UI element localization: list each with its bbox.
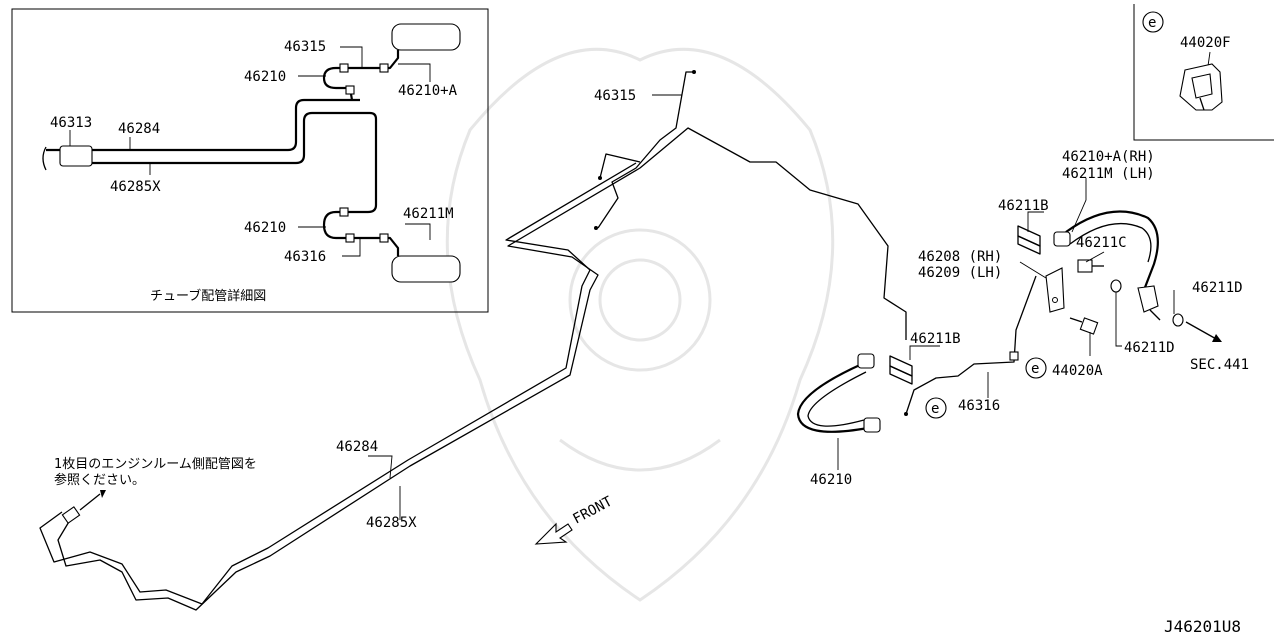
clip-46211b-mid (889, 355, 913, 385)
front-label: FRONT (570, 493, 615, 527)
label-46210: 46210 (810, 472, 852, 488)
inset-label-46313: 46313 (50, 115, 92, 131)
inset-tube-main (46, 98, 360, 152)
label-46315: 46315 (594, 88, 636, 104)
brake-hose-rear (1053, 210, 1161, 321)
inset-tube-main-2 (92, 111, 378, 214)
label-46208: 46208 (RH) (918, 249, 1002, 265)
front-arrow: FRONT (534, 493, 616, 545)
brake-hose-46210 (796, 353, 881, 433)
label-46285x: 46285X (366, 515, 417, 531)
inset-label-46284: 46284 (118, 121, 160, 137)
inset-frame (11, 8, 489, 313)
inset-label-46210-bottom: 46210 (244, 220, 286, 236)
inset-label-46316: 46316 (284, 249, 326, 265)
label-46211d-top: 46211D (1192, 280, 1243, 296)
label-46211b-top: 46211B (998, 198, 1049, 214)
note-line-2: 参照ください。 (54, 472, 145, 488)
tube-46284 (57, 127, 907, 611)
washer-46211d-a (1110, 279, 1122, 293)
washer-46211d-b (1172, 313, 1184, 327)
bolt-44020a (1069, 317, 1099, 335)
clip-44020f-icon (1179, 63, 1223, 111)
label-44020a: 44020A (1052, 363, 1103, 379)
ref-e-2: e (1031, 361, 1039, 377)
label-46210a-rh: 46210+A(RH) (1062, 149, 1155, 165)
label-46316: 46316 (958, 398, 1000, 414)
inset-label-46210-top: 46210 (244, 69, 286, 85)
bolt-46211c (1077, 259, 1104, 273)
clip-inset-part: 44020F (1180, 35, 1231, 51)
label-46211b-mid: 46211B (910, 331, 961, 347)
leader-lines (368, 94, 1175, 520)
label-46284: 46284 (336, 439, 378, 455)
note-line-1: 1枚目のエンジンルーム側配管図を (54, 457, 257, 472)
tube-46316 (905, 275, 1037, 415)
caliper-bottom (391, 255, 461, 283)
inset-label-46285x: 46285X (110, 179, 161, 195)
inset-label-46211m: 46211M (403, 206, 454, 222)
inset-label-46210a: 46210+A (398, 83, 458, 99)
hose-46210-bottom (322, 210, 400, 256)
connector-46313 (59, 145, 93, 167)
tube-46315 (597, 71, 694, 229)
ref-arrow (79, 493, 101, 511)
label-46209: 46209 (LH) (918, 265, 1002, 281)
label-46211m-lh: 46211M (LH) (1062, 166, 1155, 182)
clip-inset-ref: e (1148, 15, 1156, 31)
label-sec441: SEC.441 (1190, 357, 1249, 373)
ref-e-1: e (931, 401, 939, 417)
bracket-46208 (1045, 267, 1065, 313)
clip-46211b-top (1017, 225, 1041, 255)
watermark-emblem (445, 47, 835, 602)
main-tubes (39, 70, 1037, 611)
inset-caption: チューブ配管詳細図 (150, 288, 266, 304)
diagram-code: J46201U8 (1164, 617, 1241, 636)
clip-inset: e 44020F (1133, 4, 1274, 141)
tube-detail-inset: 46315 46210 46210+A 46313 46284 46285X 4… (11, 8, 489, 313)
caliper-top (391, 23, 461, 51)
label-46211c: 46211C (1076, 235, 1127, 251)
clip-inset-frame (1133, 4, 1274, 141)
inset-label-46315: 46315 (284, 39, 326, 55)
tube-46285x (39, 162, 637, 605)
label-46211d-bottom: 46211D (1124, 340, 1175, 356)
hose-46210-top (322, 66, 354, 101)
